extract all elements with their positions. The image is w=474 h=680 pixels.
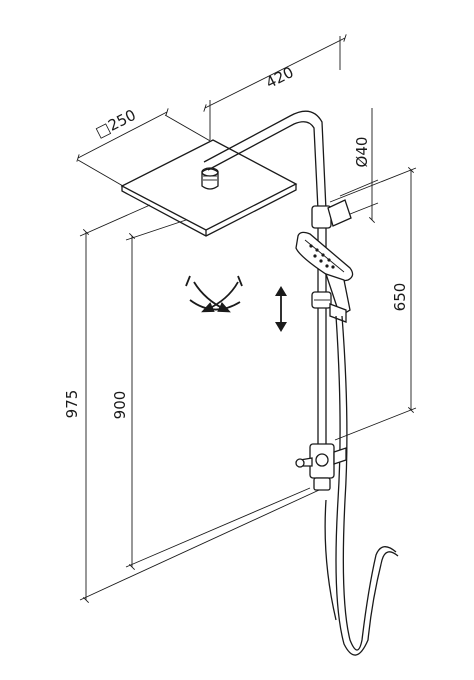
dimension-975-label: 975 (63, 390, 81, 419)
dimension-square-250-label: □250 (93, 106, 139, 141)
hand-shower (295, 231, 354, 317)
vertical-double-arrow-icon (275, 286, 287, 332)
rotation-arrows-icon (185, 275, 243, 313)
spray-nozzles (309, 244, 335, 269)
dimension-650: 650 (329, 166, 417, 441)
shower-hose (324, 315, 399, 656)
shower-arm (203, 110, 327, 211)
dimension-975: 975 (63, 204, 331, 604)
dimension-650-label: 650 (391, 283, 409, 312)
overhead-shower-head (120, 139, 298, 237)
diverter-valve (295, 443, 347, 491)
dimension-diameter-40-label: Ø40 (353, 137, 371, 168)
dimension-420-label: 420 (263, 63, 297, 92)
dimension-diameter-40: Ø40 (339, 108, 379, 224)
dimension-900: 900 (111, 211, 311, 571)
dimension-900-label: 900 (111, 391, 129, 420)
sliding-holder (311, 291, 347, 323)
